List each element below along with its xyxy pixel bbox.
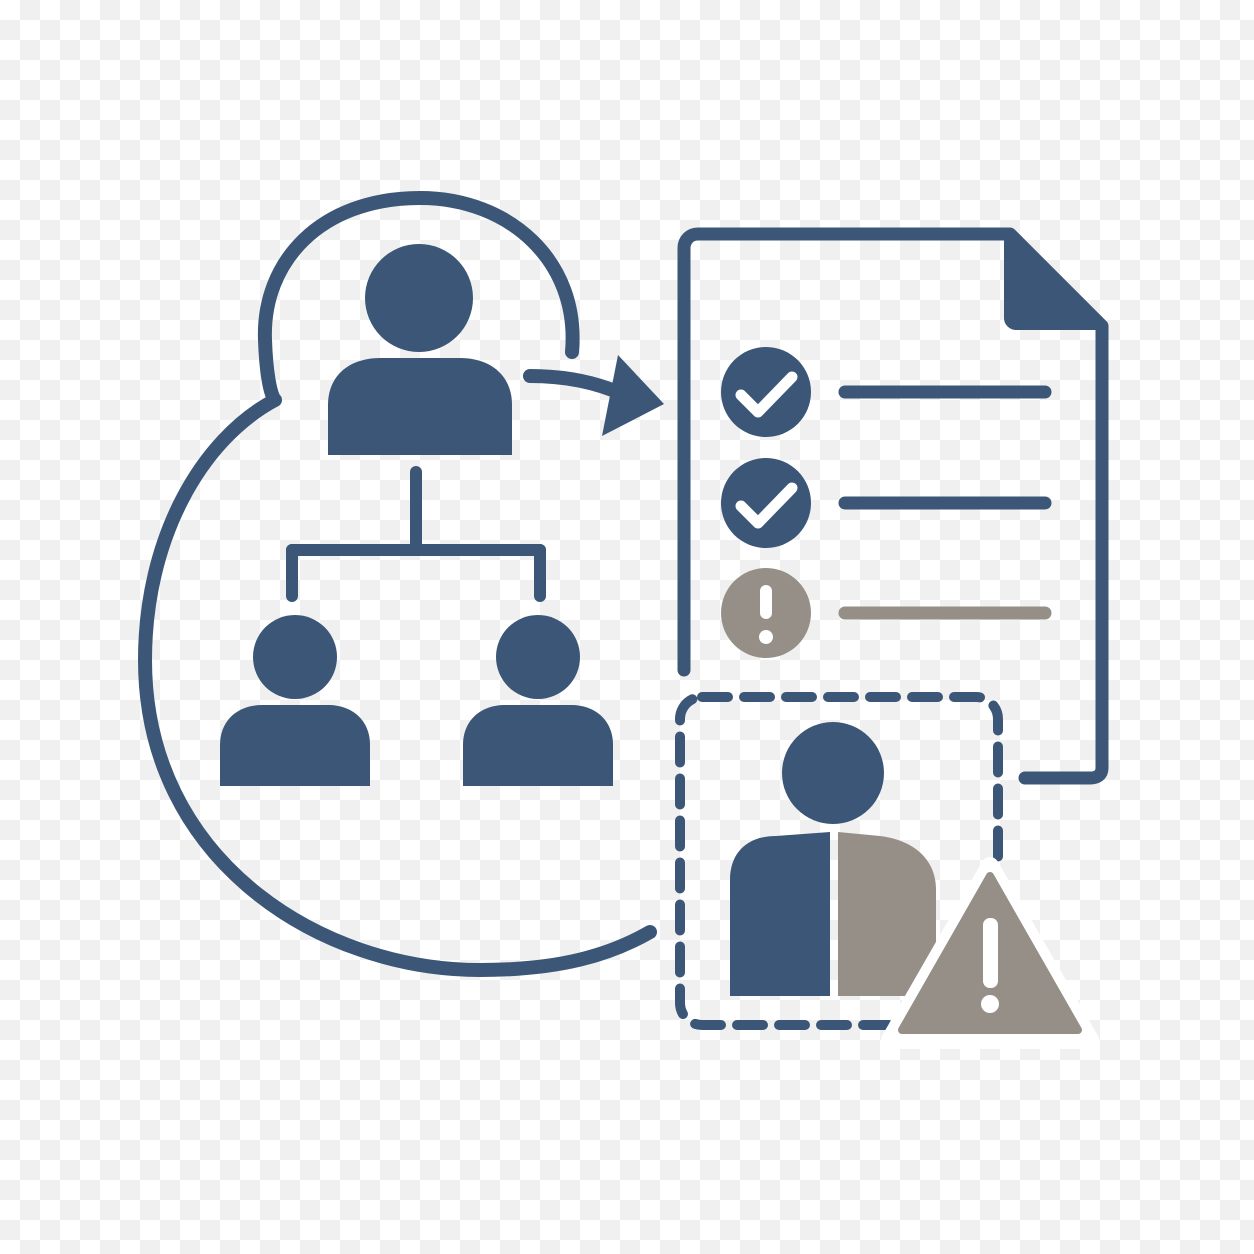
manager-person-icon [328, 244, 512, 455]
partial-person-icon [730, 722, 936, 996]
flow-arrow-right-icon [523, 355, 664, 436]
dashed-selection-frame [675, 692, 1003, 1030]
warning-triangle-icon [881, 857, 1099, 1049]
checklist-item-1 [721, 347, 1052, 437]
check-circle-icon [721, 347, 811, 437]
checklist-item-2 [721, 458, 1052, 548]
document-icon [677, 227, 1109, 785]
team-member-right-person-icon [463, 615, 613, 786]
cycle-loop-line [138, 191, 657, 977]
exclamation-circle-icon [721, 568, 811, 658]
org-chart-connector [286, 466, 546, 602]
team-member-left-person-icon [220, 615, 370, 786]
check-circle-icon [721, 458, 811, 548]
checklist-item-3 [721, 568, 1052, 658]
